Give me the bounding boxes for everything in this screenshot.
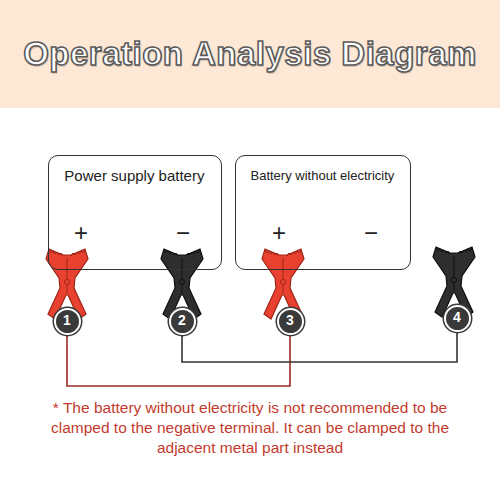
callout-number: 3: [286, 313, 294, 328]
title-band: Operation Analysis Diagram: [0, 0, 500, 108]
callout-number: 4: [453, 310, 461, 325]
callout-circle: 3: [277, 308, 304, 335]
callout-circle: 1: [54, 308, 81, 335]
callout-circle: 4: [444, 305, 471, 332]
red-clamp: [262, 249, 304, 319]
terminal-sign: −: [176, 220, 190, 246]
terminal-sign: +: [74, 220, 88, 246]
battery-box: Power supply battery + −: [48, 155, 222, 270]
terminal-sign: −: [364, 220, 378, 246]
callout-number: 1: [63, 313, 71, 328]
battery-name: Battery without electricity: [251, 169, 395, 183]
battery-box: Battery without electricity + −: [235, 155, 411, 270]
callout-circle: 2: [169, 308, 196, 335]
jumper-wire: [182, 332, 457, 363]
diagram-title: Operation Analysis Diagram: [23, 35, 477, 73]
battery-name: Power supply battery: [64, 168, 204, 185]
callout-number: 2: [178, 313, 186, 328]
note-caption: * The battery without electricity is not…: [22, 398, 478, 458]
jumper-wire: [67, 335, 290, 387]
terminal-sign: +: [272, 220, 286, 246]
